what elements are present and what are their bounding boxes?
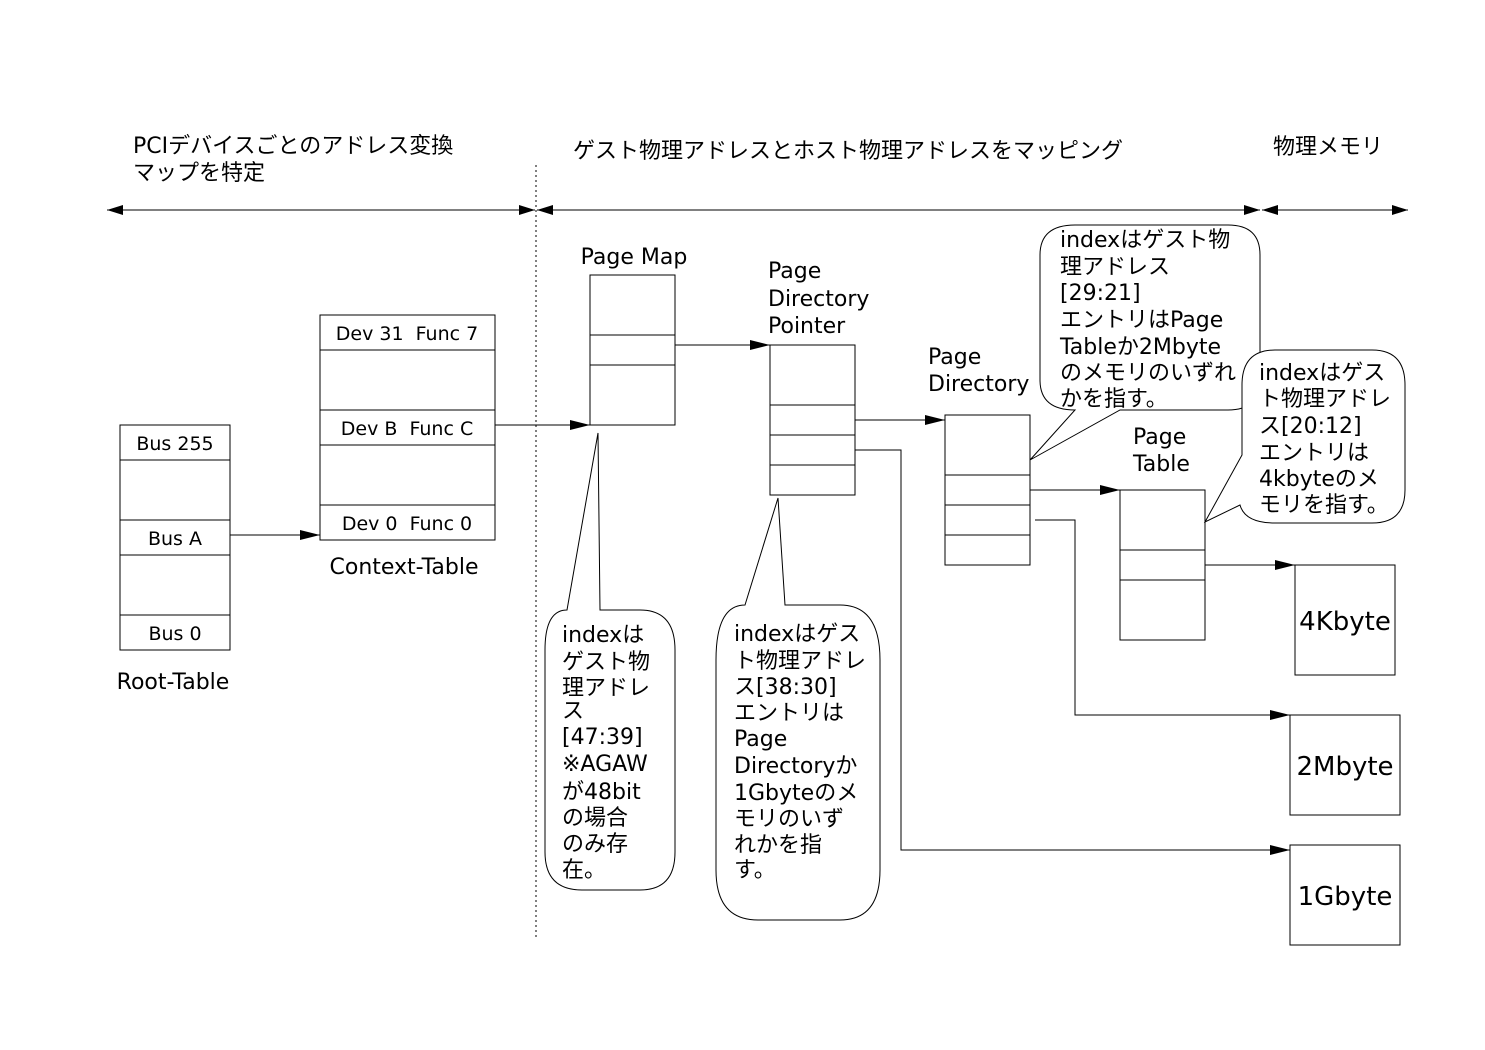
svg-text:が48bit: が48bit	[562, 780, 641, 805]
memory-4kbyte-label: 4Kbyte	[1299, 607, 1391, 637]
svg-text:indexはゲス: indexはゲス	[734, 622, 860, 647]
svg-text:のメモリのいずれ: のメモリのいずれ	[1060, 361, 1236, 386]
pagemap-callout-text: indexは ゲスト物 理アドレ ス [47:39] ※AGAW が48bit …	[562, 623, 650, 883]
svg-text:ス: ス	[562, 699, 584, 724]
pd-label-line2: Directory	[928, 372, 1029, 397]
page-table	[1119, 489, 1206, 641]
svg-text:モリのいず: モリのいず	[734, 807, 844, 832]
root-entry-bus-255: Bus 255	[136, 433, 213, 455]
root-entry-bus-0: Bus 0	[148, 623, 201, 645]
svg-text:かを指す。: かを指す。	[1060, 387, 1168, 412]
pd-callout-text: indexはゲスト物 理アドレス [29:21] エントリはPage Table…	[1059, 228, 1236, 412]
memory-4kbyte-box	[1294, 564, 1396, 676]
svg-text:在。: 在。	[562, 858, 606, 883]
pdp-callout-bubble	[715, 497, 881, 921]
svg-text:Directoryか: Directoryか	[734, 754, 857, 779]
pdp-label-line1: Page	[768, 259, 821, 284]
pd-label-line1: Page	[928, 345, 981, 370]
svg-text:[29:21]: [29:21]	[1060, 281, 1141, 306]
context-table-label: Context-Table	[330, 555, 479, 580]
svg-text:の場合: の場合	[562, 806, 628, 831]
svg-text:indexはゲス: indexはゲス	[1259, 361, 1385, 386]
context-table: Dev 31 Func 7 Dev B Func C Dev 0 Func 0	[319, 314, 496, 541]
context-entry-dev31-func7: Dev 31 Func 7	[336, 323, 478, 345]
svg-text:エントリは: エントリは	[1259, 441, 1369, 466]
root-table-label: Root-Table	[117, 670, 230, 695]
svg-text:ト物理アドレ: ト物理アドレ	[734, 649, 866, 674]
svg-text:のみ存: のみ存	[562, 832, 628, 857]
memory-2mbyte-label: 2Mbyte	[1296, 752, 1393, 782]
memory-1gbyte-label: 1Gbyte	[1298, 882, 1393, 912]
pt-callout-bubble	[1203, 349, 1406, 524]
svg-text:ゲスト物: ゲスト物	[562, 650, 650, 675]
svg-text:indexはゲスト物: indexはゲスト物	[1060, 228, 1230, 253]
pdp-callout-text: indexはゲス ト物理アドレ ス[38:30] エントリは Page Dire…	[734, 622, 866, 883]
svg-text:エントリはPage: エントリはPage	[1060, 308, 1223, 333]
memory-1gbyte-box	[1289, 844, 1401, 946]
svg-text:エントリは: エントリは	[734, 701, 844, 726]
memory-2mbyte-box	[1289, 714, 1401, 816]
root-entry-bus-a: Bus A	[148, 528, 202, 550]
address-mapping-title: ゲスト物理アドレスとホスト物理アドレスをマッピング	[573, 139, 1123, 164]
svg-text:1Gbyteのメ: 1Gbyteのメ	[734, 781, 858, 806]
pci-mapping-title-line2: マップを特定	[133, 161, 265, 186]
svg-text:理アドレ: 理アドレ	[562, 676, 650, 701]
svg-text:ス[38:30]: ス[38:30]	[734, 675, 837, 700]
context-entry-devb-funcc: Dev B Func C	[341, 418, 473, 440]
page-map-label: Page Map	[581, 245, 688, 270]
pci-mapping-title-line1: PCIデバイスごとのアドレス変換	[133, 134, 453, 159]
pt-label-line1: Page	[1133, 425, 1186, 450]
page-directory-pointer-table	[769, 344, 856, 496]
svg-text:[47:39]: [47:39]	[562, 725, 643, 750]
svg-text:ス[20:12]: ス[20:12]	[1259, 414, 1362, 439]
svg-text:※AGAW: ※AGAW	[562, 752, 648, 777]
arrow-pdp-to-1g	[855, 449, 1290, 855]
svg-text:れかを指: れかを指	[734, 833, 822, 858]
page-map-table	[589, 274, 676, 426]
svg-text:ト物理アドレ: ト物理アドレ	[1259, 387, 1391, 412]
svg-text:モリを指す。: モリを指す。	[1259, 493, 1389, 518]
svg-text:4kbyteのメ: 4kbyteのメ	[1259, 467, 1379, 492]
pt-callout-text: indexはゲス ト物理アドレ ス[20:12] エントリは 4kbyteのメ …	[1259, 361, 1391, 518]
page-directory-table	[944, 414, 1031, 566]
context-entry-dev0-func0: Dev 0 Func 0	[342, 513, 472, 535]
pdp-label-line3: Pointer	[768, 314, 846, 339]
pagemap-callout-bubble	[544, 432, 676, 891]
root-table: Bus 255 Bus A Bus 0	[119, 424, 231, 651]
pdp-label-line2: Directory	[768, 287, 869, 312]
pt-label-line2: Table	[1132, 452, 1190, 477]
svg-text:Tableか2Mbyte: Tableか2Mbyte	[1059, 335, 1221, 360]
physical-memory-title: 物理メモリ	[1273, 135, 1383, 160]
svg-text:す。: す。	[734, 858, 776, 883]
svg-text:理アドレス: 理アドレス	[1060, 255, 1170, 280]
svg-text:indexは: indexは	[562, 623, 644, 648]
svg-text:Page: Page	[734, 727, 787, 752]
arrow-pd-to-2m	[1035, 519, 1290, 720]
